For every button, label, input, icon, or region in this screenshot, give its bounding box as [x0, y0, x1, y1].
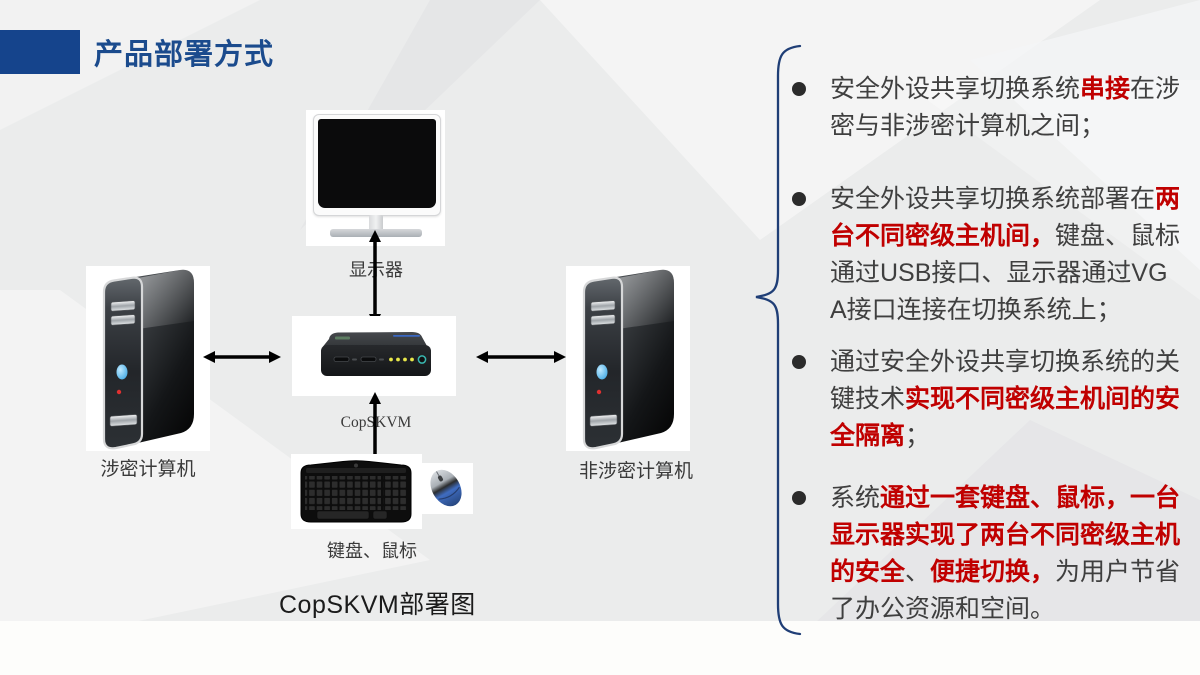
bullet-text: 系统通过一套键盘、鼠标，一台显示器实现了两台不同密级主机的安全、便捷切换，为用户…	[830, 484, 1181, 623]
bullet-dot-icon	[792, 82, 806, 96]
arrow-monitor-kvm	[369, 230, 381, 326]
bullet-dot-icon	[792, 355, 806, 369]
kvm-switch-icon	[321, 332, 431, 376]
keyboard-icon	[300, 460, 412, 523]
bullet-text: 通过安全外设共享切换系统的关键技术实现不同密级主机间的安全隔离；	[830, 348, 1181, 450]
bullet-item: 安全外设共享切换系统串接在涉密与非涉密计算机之间；	[792, 71, 1184, 145]
nonsecret-pc-label: 非涉密计算机	[578, 461, 693, 482]
arrow-kvm-nonsecretpc	[476, 351, 566, 363]
arrow-secretpc-kvm	[203, 351, 281, 363]
bullet-text: 安全外设共享切换系统串接在涉密与非涉密计算机之间；	[830, 75, 1181, 140]
diagram-caption: CopSKVM部署图	[279, 591, 476, 619]
bullet-text: 安全外设共享切换系统部署在两台不同密级主机间，键盘、鼠标通过USB接口、显示器通…	[830, 185, 1181, 324]
bullet-dot-icon	[792, 491, 806, 505]
bullet-item: 安全外设共享切换系统部署在两台不同密级主机间，键盘、鼠标通过USB接口、显示器通…	[792, 181, 1184, 329]
title-accent-bar	[0, 30, 80, 74]
monitor-icon	[313, 114, 441, 216]
bullet-item: 通过安全外设共享切换系统的关键技术实现不同密级主机间的安全隔离；	[792, 344, 1184, 455]
keyboard-mouse-label: 键盘、鼠标	[327, 541, 417, 561]
bullet-dot-icon	[792, 192, 806, 206]
brace-icon	[755, 44, 802, 636]
page-title: 产品部署方式	[94, 39, 275, 71]
mouse-icon	[430, 469, 462, 507]
monitor-stand-neck	[369, 215, 383, 231]
bottom-strip	[0, 621, 1200, 675]
nonsecret-pc-icon	[582, 269, 674, 450]
secret-pc-icon	[102, 269, 194, 450]
bullet-item: 系统通过一套键盘、鼠标，一台显示器实现了两台不同密级主机的安全、便捷切换，为用户…	[792, 480, 1184, 628]
secret-pc-label: 涉密计算机	[100, 459, 196, 480]
monitor-screen	[318, 119, 436, 208]
